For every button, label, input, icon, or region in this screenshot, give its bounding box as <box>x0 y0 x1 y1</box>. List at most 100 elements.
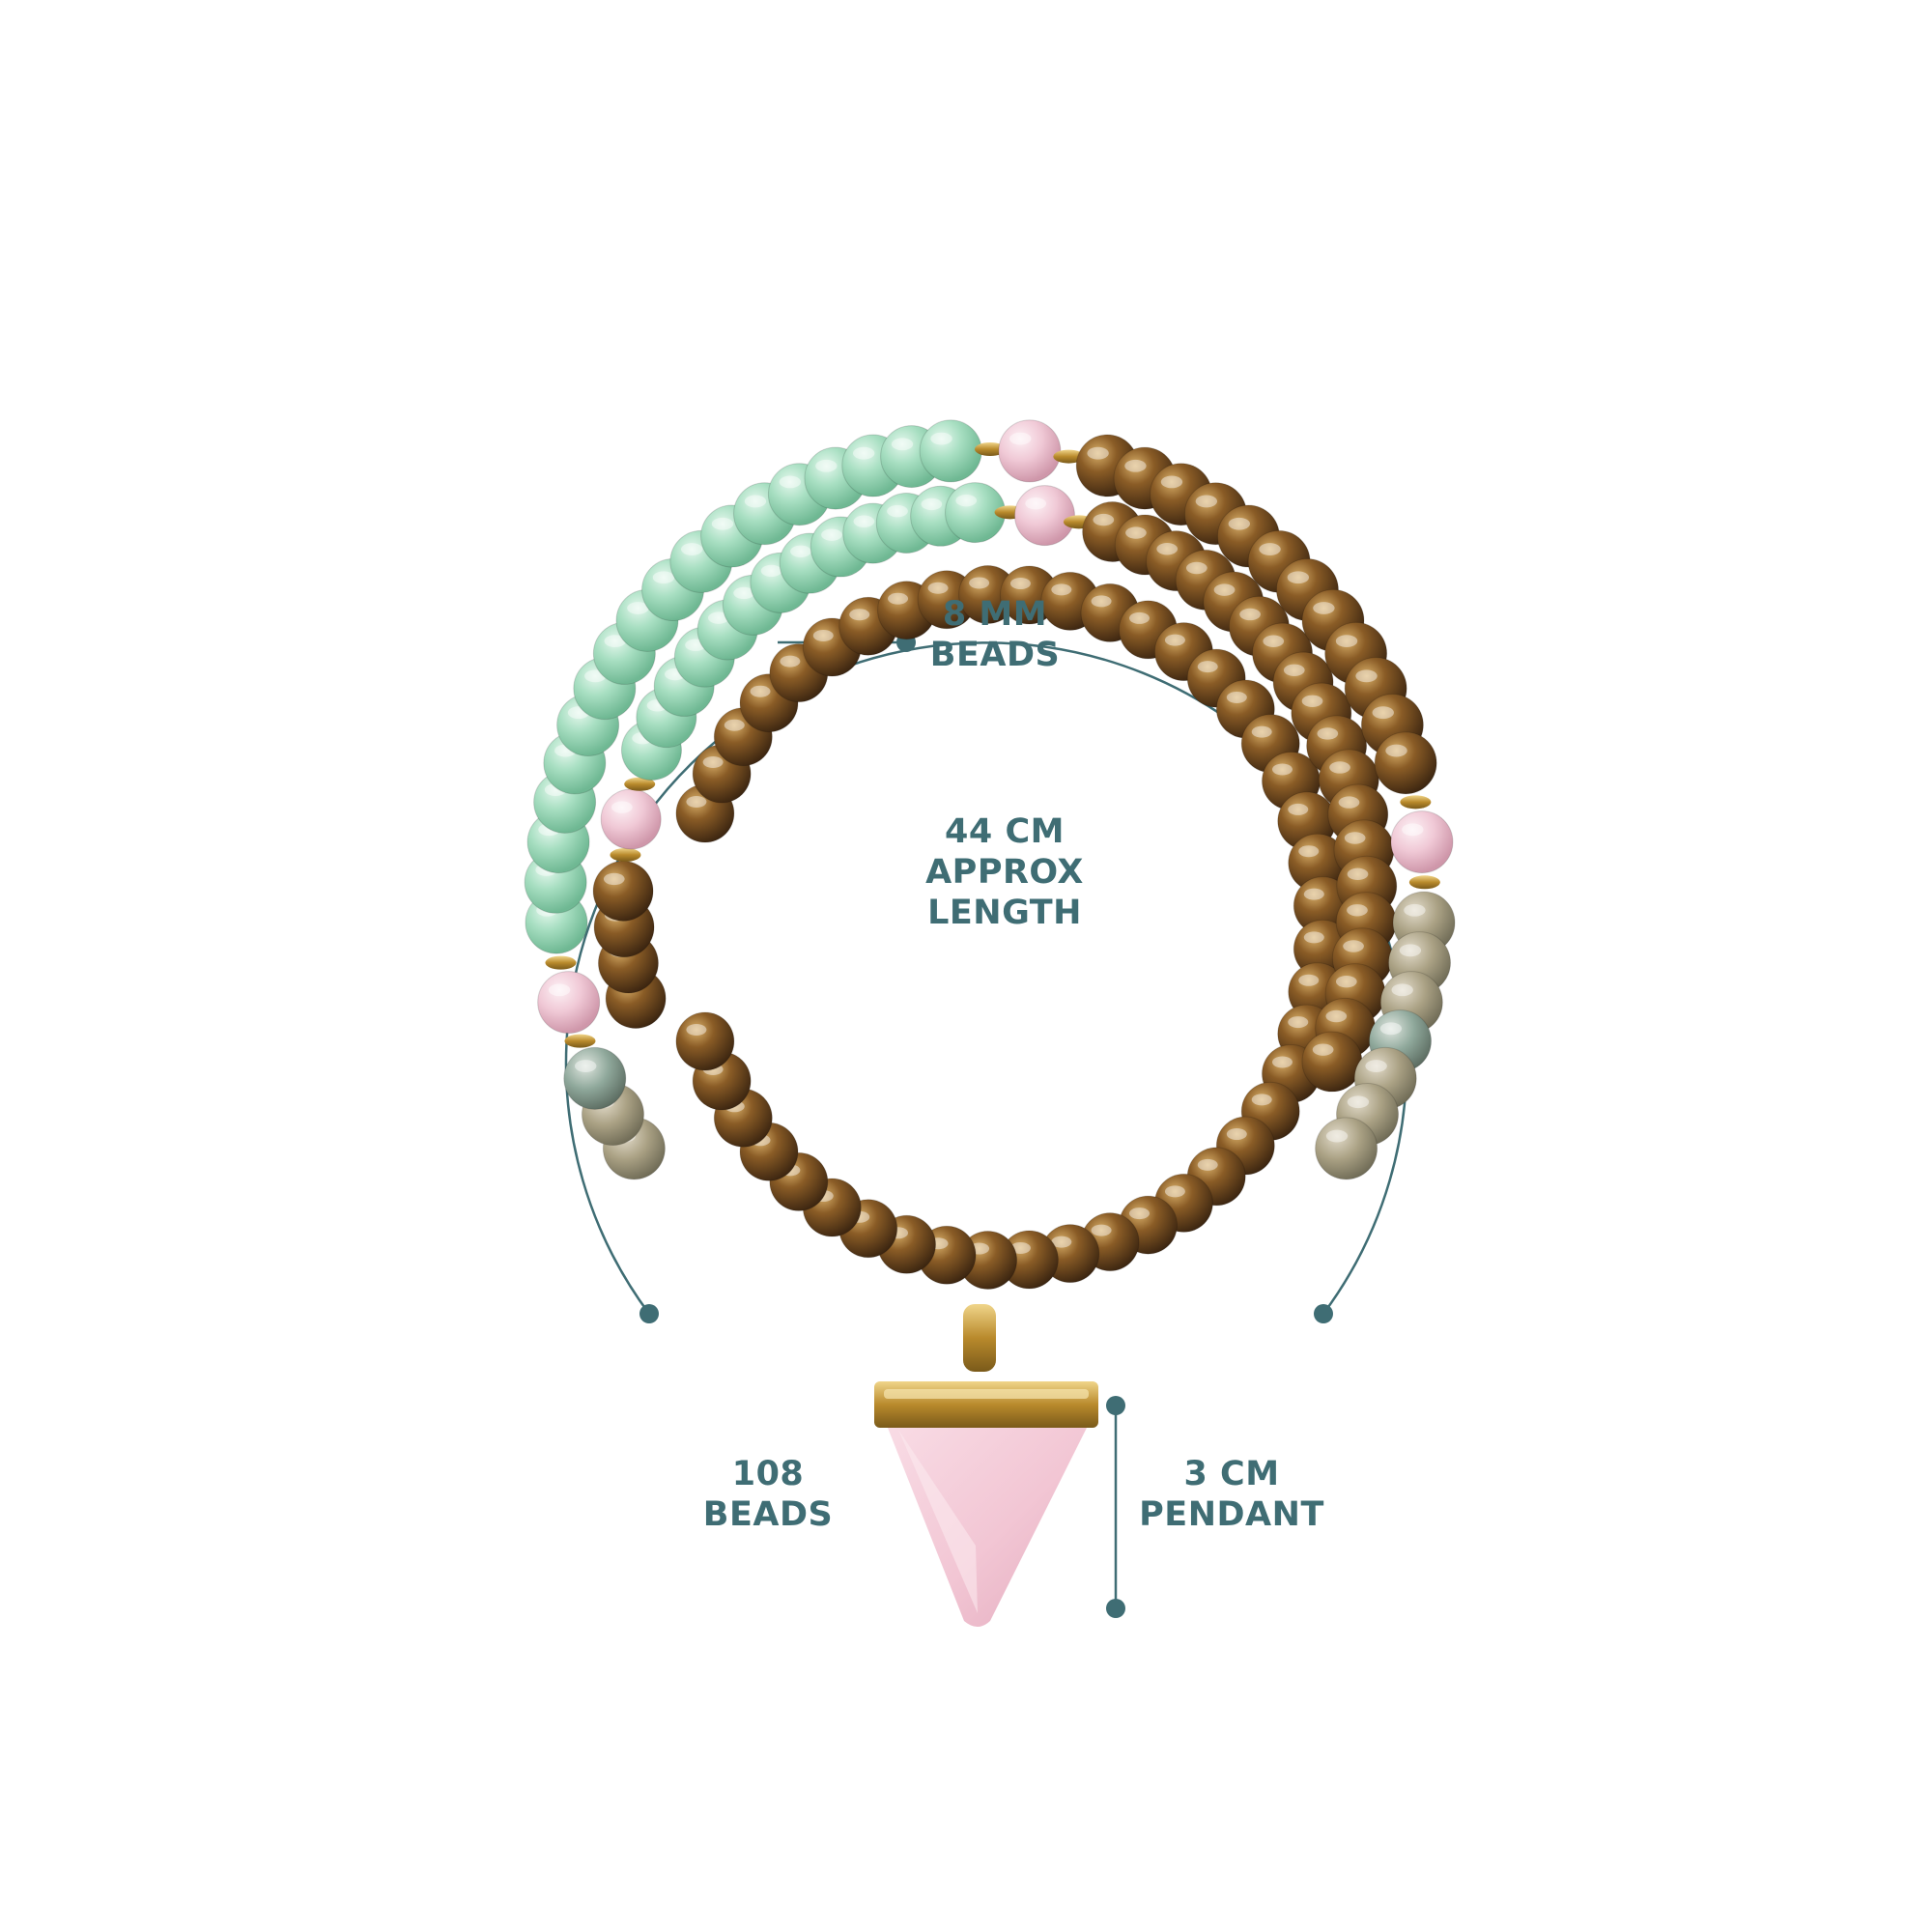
bead-highlight <box>760 564 782 578</box>
bead-highlight <box>1391 983 1413 997</box>
bead-highlight <box>1301 695 1323 707</box>
bead-highlight <box>1197 1158 1218 1171</box>
bead-highlight <box>1185 561 1208 575</box>
bead-highlight <box>1325 1009 1348 1023</box>
gold-spacer-bead <box>545 955 577 970</box>
bead-highlight <box>1343 940 1364 952</box>
bead-highlight <box>1372 706 1394 720</box>
bead-count-label: 108 BEADS <box>647 1454 889 1535</box>
bead-highlight <box>604 635 626 648</box>
bead-count-value: 108 <box>731 1455 805 1493</box>
arc-end-dot-right <box>1314 1304 1333 1323</box>
bead-highlight <box>733 586 754 600</box>
bead-highlight <box>1399 944 1422 957</box>
bead-highlight <box>930 432 952 445</box>
bead-highlight <box>724 719 745 731</box>
bead-highlight <box>812 629 834 641</box>
bead-highlight <box>1091 595 1112 608</box>
gold-spacer-bead <box>1408 875 1440 890</box>
pendant-gold-cap <box>874 1381 1098 1428</box>
bead-size-value: 8 MM <box>942 595 1048 634</box>
bead-highlight <box>708 611 729 624</box>
bead-highlight <box>1259 543 1281 555</box>
bead-highlight <box>1087 446 1109 460</box>
bead-highlight <box>1271 1056 1293 1068</box>
bead-highlight <box>1164 634 1185 646</box>
bead-highlight <box>1051 583 1072 596</box>
bead-size-caption: BEADS <box>929 636 1061 674</box>
bead-highlight <box>1156 543 1179 555</box>
bead-highlight <box>1213 583 1236 596</box>
bead-highlight <box>891 438 914 451</box>
bead-highlight <box>1329 761 1350 774</box>
bead-highlight <box>1093 513 1115 526</box>
bead-highlight <box>1303 888 1324 900</box>
bead-highlight <box>852 446 875 460</box>
bead-highlight <box>1365 1060 1387 1072</box>
bead-highlight <box>1298 845 1320 858</box>
bead-highlight <box>1009 578 1031 590</box>
pendant-callout-dot-bottom <box>1106 1599 1125 1618</box>
rose-quartz-triangle <box>884 1418 1092 1627</box>
bead-highlight <box>1195 495 1218 508</box>
bead-highlight <box>574 1060 597 1072</box>
pendant-bail <box>963 1304 996 1372</box>
tiger-eye-bead <box>675 1011 735 1071</box>
bead-highlight <box>1226 691 1247 703</box>
bead-highlight <box>927 582 949 594</box>
bead-highlight <box>1271 763 1293 776</box>
tiger-eye-bead <box>592 860 654 922</box>
bead-highlight <box>1313 602 1335 614</box>
bead-highlight <box>1009 432 1032 445</box>
gold-spacer-bead <box>1053 449 1085 464</box>
bead-highlight <box>1125 526 1147 539</box>
bead-highlight <box>790 545 811 557</box>
bead-highlight <box>821 528 842 541</box>
bead-highlight <box>849 609 870 621</box>
pendant-label: 3 CM PENDANT <box>1111 1454 1352 1535</box>
bead-highlight <box>681 543 703 555</box>
pendant <box>874 1304 1098 1627</box>
pendant-caption: PENDANT <box>1139 1495 1324 1534</box>
bead-highlight <box>711 517 734 530</box>
bead-highlight <box>1263 635 1285 647</box>
rose-quartz-bead <box>1390 810 1454 874</box>
bead-highlight <box>1025 497 1047 510</box>
bead-highlight <box>1288 803 1309 815</box>
bead-highlight <box>1312 1043 1334 1056</box>
bead-highlight <box>1385 744 1407 757</box>
bead-highlight <box>815 459 838 472</box>
bead-highlight <box>627 602 649 614</box>
bead-highlight <box>1298 974 1320 986</box>
pendant-cap-highlight <box>884 1389 1089 1399</box>
bead-highlight <box>1239 608 1261 621</box>
bead-highlight <box>1303 931 1324 944</box>
bead-strands <box>524 419 1456 1291</box>
bead-count-caption: BEADS <box>702 1495 834 1534</box>
bead-highlight <box>1287 571 1310 584</box>
pendant-callout-dot-top <box>1106 1396 1125 1415</box>
bead-highlight <box>1124 459 1147 472</box>
bead-highlight <box>1404 903 1426 917</box>
rose-quartz-bead <box>537 971 601 1035</box>
jasper-bead <box>1315 1117 1378 1180</box>
bead-highlight <box>1344 832 1366 844</box>
gold-spacer-bead <box>1400 795 1432 810</box>
bead-highlight <box>1226 1128 1247 1141</box>
rose-quartz-bead <box>600 788 662 850</box>
bead-highlight <box>750 685 771 697</box>
bead-highlight <box>686 796 707 809</box>
gold-spacer-bead <box>975 442 1006 456</box>
gold-spacer-bead <box>564 1034 596 1048</box>
bead-highlight <box>887 504 908 518</box>
bead-highlight <box>1347 867 1369 881</box>
bead-highlight <box>1228 517 1251 530</box>
jade-bead <box>919 419 982 483</box>
bead-highlight <box>652 571 675 584</box>
bead-highlight <box>1402 823 1424 837</box>
gold-spacer-bead <box>610 847 641 862</box>
length-approx: APPROX <box>925 853 1084 892</box>
bead-highlight <box>779 475 802 489</box>
